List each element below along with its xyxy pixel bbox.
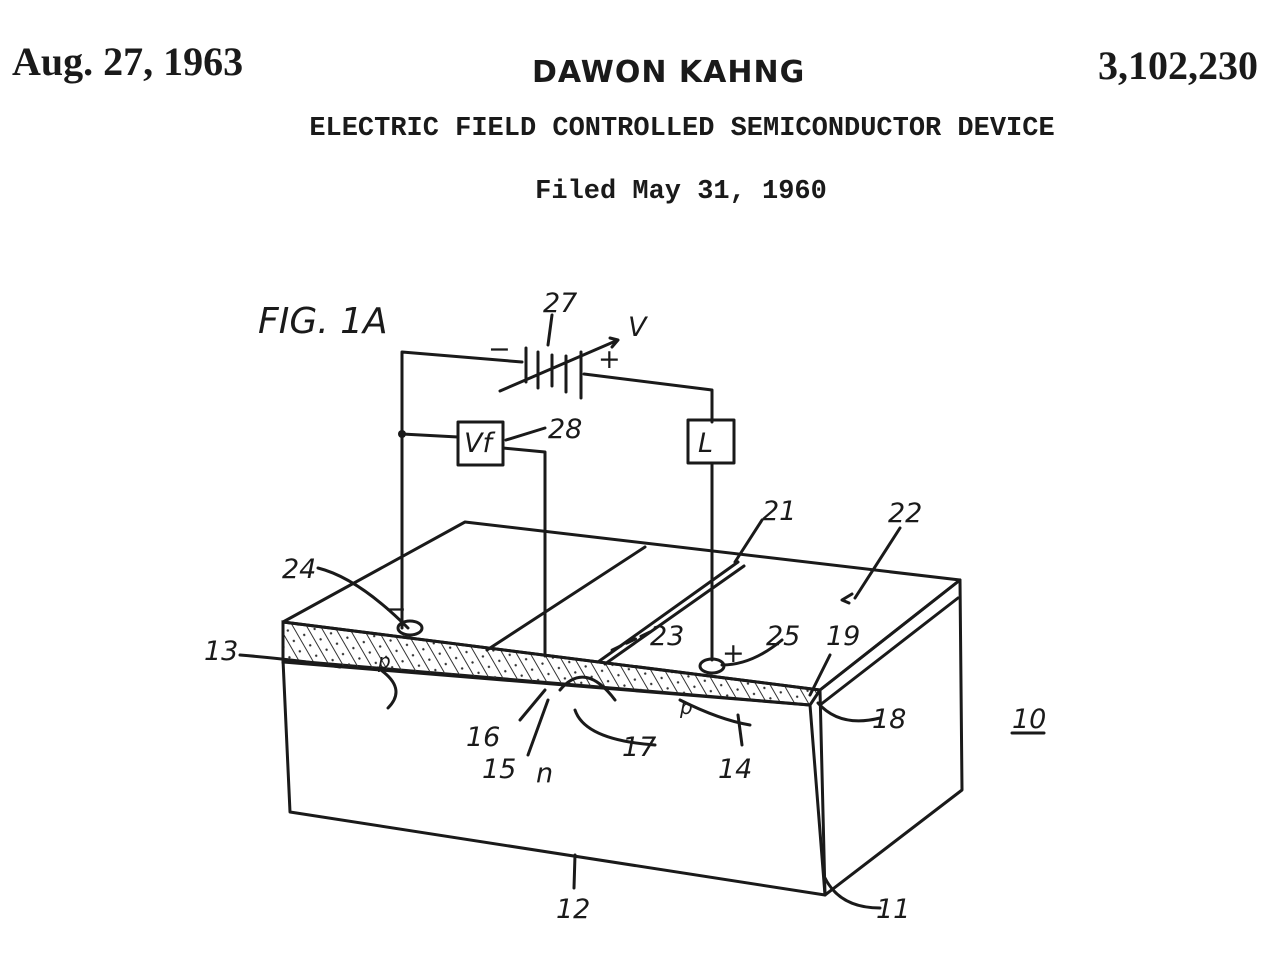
source-electrode <box>396 619 424 637</box>
vf-label: Vf <box>464 428 495 459</box>
ref-25: 25 <box>766 621 800 652</box>
circuit: L Vf <box>398 336 736 662</box>
region-n: n <box>536 758 553 789</box>
ref-28: 28 <box>548 414 582 445</box>
ref-19: 19 <box>826 621 860 652</box>
ref-27: 27 <box>543 288 577 319</box>
leader-28 <box>504 426 547 442</box>
junction-lines <box>376 666 752 727</box>
patent-date: Aug. 27, 1963 <box>12 39 244 84</box>
patent-title: ELECTRIC FIELD CONTROLLED SEMICONDUCTOR … <box>309 114 1055 144</box>
inventor-name: DAWON KAHNG <box>532 55 806 90</box>
battery-minus: − <box>488 334 511 365</box>
ref-21: 21 <box>762 496 796 527</box>
ref-18: 18 <box>872 704 906 735</box>
battery-plus: + <box>598 344 621 375</box>
voltage-label: V <box>628 312 649 343</box>
ref-24: 24 <box>282 554 316 585</box>
ref-15: 15 <box>482 754 516 785</box>
wire-vf <box>400 432 460 439</box>
figure-label: FIG. 1A <box>258 301 388 342</box>
ref-14: 14 <box>718 754 752 785</box>
ref-23: 23 <box>650 621 684 652</box>
wire-right <box>582 372 714 424</box>
gate-strip-edge <box>485 545 647 652</box>
wire-gate <box>501 446 547 658</box>
vf-box <box>456 420 505 467</box>
ref-12: 12 <box>556 894 590 925</box>
ref-10: 10 <box>1012 704 1046 735</box>
region-p-left: p <box>377 649 391 673</box>
filed-date: Filed May 31, 1960 <box>535 177 827 207</box>
ref-13: 13 <box>204 636 238 667</box>
right-face-layer-line <box>818 596 960 707</box>
strip-21-line-b <box>603 564 746 666</box>
right-face <box>818 578 964 897</box>
ref-22: 22 <box>888 498 922 529</box>
ref-11: 11 <box>876 894 910 925</box>
ref-17: 17 <box>622 732 656 763</box>
electrode-minus: − <box>384 594 407 625</box>
region-p-right: p <box>679 695 693 719</box>
electrode-plus: + <box>722 638 745 669</box>
ref-16: 16 <box>466 722 500 753</box>
load-label: L <box>698 428 713 459</box>
wire-left <box>400 350 524 630</box>
variable-arrow-icon <box>498 336 620 393</box>
leader-lines <box>238 313 1046 910</box>
surface-layer <box>281 620 823 707</box>
semiconductor-block <box>281 520 964 897</box>
patent-number: 3,102,230 <box>1098 43 1258 88</box>
